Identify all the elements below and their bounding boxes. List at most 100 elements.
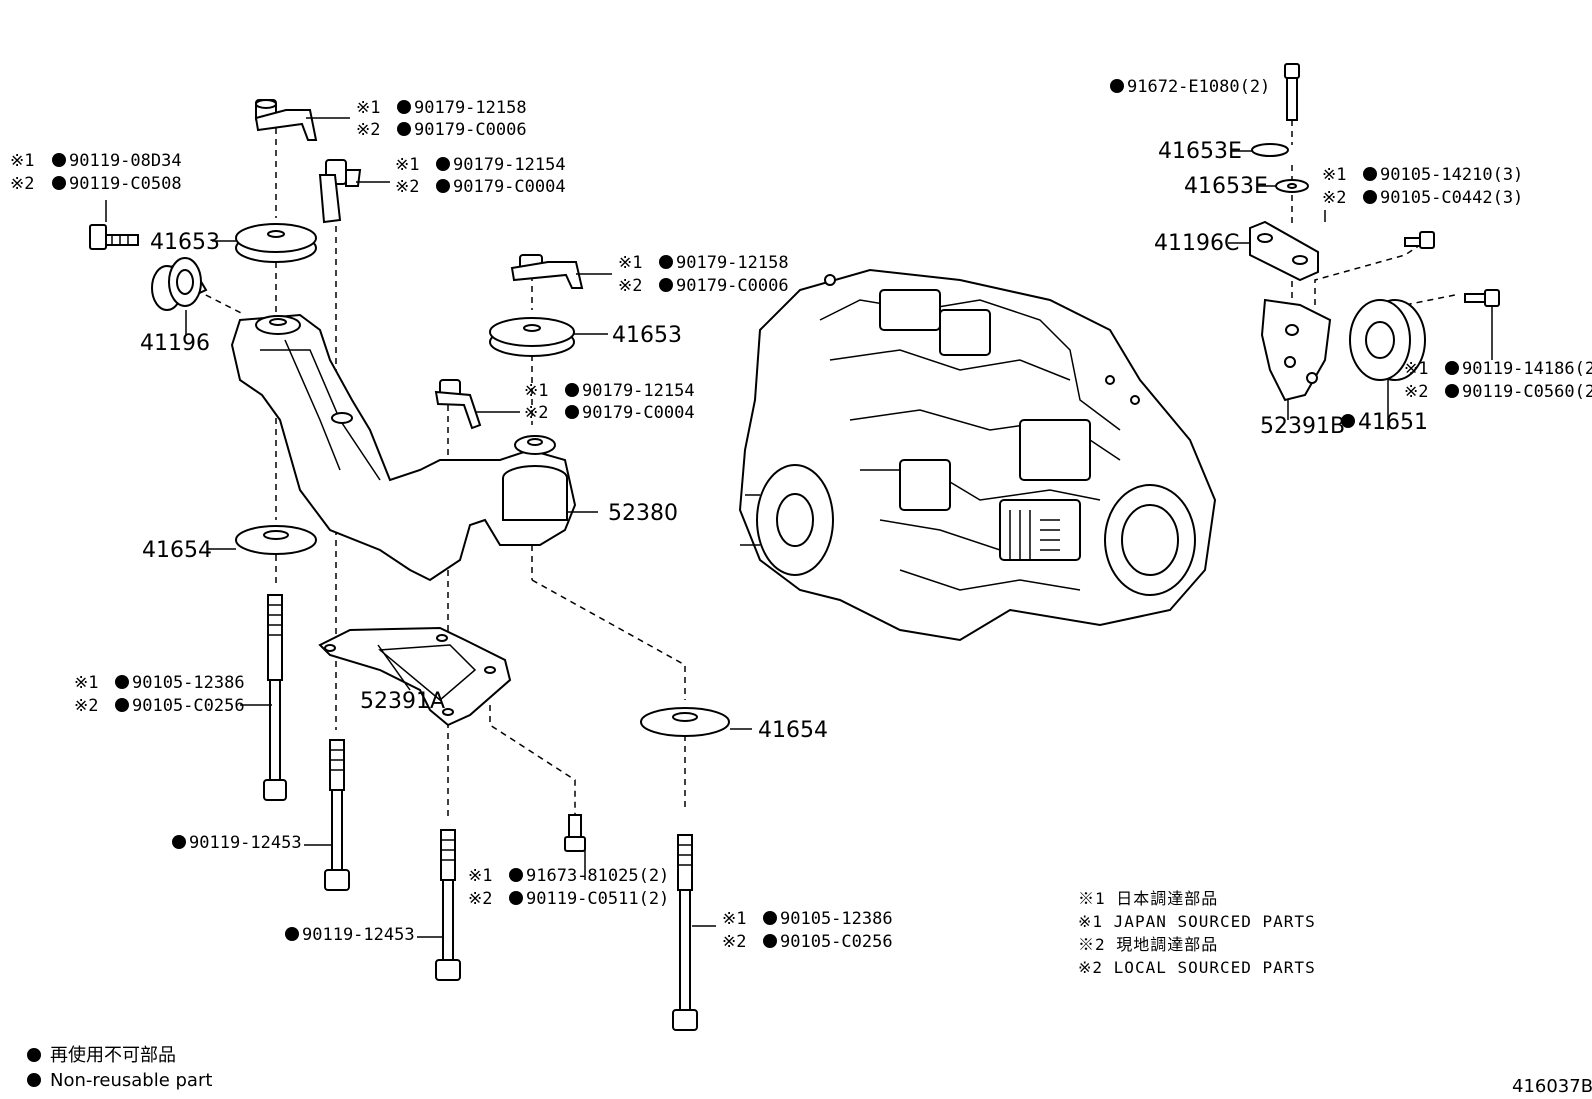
part-number: 90105-C0442(3) — [1380, 188, 1523, 208]
callout-mark-1: ※1 — [524, 381, 548, 401]
label-41653e-b: 41653E — [1184, 174, 1268, 199]
part-number: 90105-12386 — [132, 673, 245, 693]
label-52391b: 52391B — [1260, 414, 1345, 439]
bolt-90119-14186 — [1464, 289, 1500, 307]
part-number: 90179-12158 — [414, 98, 527, 118]
part-number: 90119-C0560(2) — [1462, 382, 1592, 402]
cushion-41653-center — [489, 317, 575, 357]
callout-mark-1: ※1 — [10, 151, 34, 171]
label-bolt-90119-12453-b: 90119-12453 — [285, 925, 415, 945]
label-52391a: 52391A — [360, 689, 445, 714]
label-41196c: 41196C — [1154, 231, 1239, 256]
nut-90179-12158-mid — [510, 254, 584, 289]
part-number: 90179-12154 — [582, 381, 695, 401]
non-reusable-dot-icon — [27, 1048, 41, 1062]
washer-41654-right — [640, 707, 730, 737]
callout-mark-2: ※2 — [468, 889, 492, 909]
part-number: 90179-C0006 — [676, 276, 789, 296]
part-number: 90105-C0256 — [780, 932, 893, 952]
callout-mark-2: ※2 — [618, 276, 642, 296]
bracket-52380 — [230, 313, 577, 582]
callout-nut-90179-12154-mid: ※1 90179-12154 ※2 90179-C0004 — [524, 381, 695, 423]
part-number: 90105-14210(3) — [1380, 165, 1523, 185]
nut-90179-12154-top — [318, 159, 362, 224]
legend-jp: 再使用不可部品 — [50, 1045, 176, 1066]
bolt-90105-12386-left — [263, 594, 287, 801]
callout-mark-1: ※1 — [356, 98, 380, 118]
label-41653e-a: 41653E — [1158, 139, 1242, 164]
callout-mark-1: ※1 — [722, 909, 746, 929]
note-line: ※1 JAPAN SOURCED PARTS — [1078, 912, 1316, 931]
callout-mark-2: ※2 — [10, 174, 34, 194]
callout-mark-1: ※1 — [468, 866, 492, 886]
callout-mark-1: ※1 — [618, 253, 642, 273]
bolt-90119-08d34 — [89, 224, 139, 250]
nut-90179-12154-mid — [434, 379, 482, 430]
callout-nut-90179-12154-top: ※1 90179-12154 ※2 90179-C0004 — [395, 155, 566, 197]
part-number: 90119-12453 — [302, 925, 415, 945]
label-41196: 41196 — [140, 331, 210, 356]
cushion-41653-left — [235, 223, 317, 263]
bolt-90119-12453-b — [435, 829, 461, 981]
note-line: ※1 日本調達部品 — [1078, 889, 1218, 908]
callout-mark-2: ※2 — [356, 120, 380, 140]
note-line: ※2 現地調達部品 — [1078, 935, 1218, 954]
diagram-id: 416037B — [1512, 1076, 1592, 1097]
label-41653-center: 41653 — [612, 323, 682, 348]
part-number: 41651 — [1358, 410, 1428, 435]
label-41653-left: 41653 — [150, 230, 220, 255]
washer-41653e-a — [1251, 143, 1289, 157]
part-number: 90119-C0508 — [69, 174, 182, 194]
part-number: 90105-C0256 — [132, 696, 245, 716]
part-number: 90105-12386 — [780, 909, 893, 929]
bolt-90105-12386-right — [672, 834, 698, 1031]
callout-mark-1: ※1 — [395, 155, 419, 175]
leader-lines — [105, 117, 1493, 938]
nut-90179-12158-top — [254, 99, 318, 141]
callout-bolt-90105-12386-right: ※1 90105-12386 ※2 90105-C0256 — [722, 909, 893, 952]
mount-41196c — [1249, 220, 1319, 282]
callout-mark-2: ※2 — [395, 177, 419, 197]
bolt-90105-14210 — [1404, 231, 1435, 249]
part-number: 90179-C0006 — [414, 120, 527, 140]
label-41654-left: 41654 — [142, 538, 212, 563]
callout-mark-2: ※2 — [722, 932, 746, 952]
washer-41653e-b — [1275, 179, 1309, 193]
callout-mark-2: ※2 — [74, 696, 98, 716]
callout-mark-1: ※1 — [74, 673, 98, 693]
part-number: 90179-C0004 — [453, 177, 566, 197]
callout-nut-90179-12158-mid: ※1 90179-12158 ※2 90179-C0006 — [618, 253, 789, 296]
part-number: 90119-12453 — [189, 833, 302, 853]
plate-52391a — [318, 626, 512, 727]
callout-nut-90179-12158-top: ※1 90179-12158 ※2 90179-C0006 — [356, 98, 527, 140]
bolt-91673-81025 — [564, 814, 586, 852]
part-number: 90179-12158 — [676, 253, 789, 273]
label-bolt-91672: 91672-E1080(2) — [1110, 77, 1270, 97]
part-number: 91673-81025(2) — [526, 866, 669, 886]
callout-bolt-91673-81025: ※1 91673-81025(2) ※2 90119-C0511(2) — [468, 866, 669, 909]
callout-mark-2: ※2 — [524, 403, 548, 423]
label-41651: 41651 — [1341, 410, 1428, 435]
non-reusable-dot-icon — [27, 1073, 41, 1087]
callout-mark-1: ※1 — [1404, 359, 1428, 379]
callout-mark-2: ※2 — [1404, 382, 1428, 402]
part-number: 90119-08D34 — [69, 151, 182, 171]
label-52380: 52380 — [608, 501, 678, 526]
part-number: 91672-E1080(2) — [1127, 77, 1270, 97]
bushing-41196 — [151, 257, 208, 311]
label-bolt-90119-12453-a: 90119-12453 — [172, 833, 302, 853]
callout-mark-1: ※1 — [1322, 165, 1346, 185]
label-41654-right: 41654 — [758, 718, 828, 743]
callout-bolt-90105-12386-left: ※1 90105-12386 ※2 90105-C0256 — [74, 673, 245, 716]
bracket-52391b — [1260, 298, 1332, 402]
legend-en: Non-reusable part — [50, 1070, 212, 1091]
bolt-90119-12453-a — [324, 739, 350, 891]
callout-bolt-90119-14186: ※1 90119-14186(2) ※2 90119-C0560(2) — [1404, 359, 1592, 402]
part-number: 90119-C0511(2) — [526, 889, 669, 909]
part-number: 90119-14186(2) — [1462, 359, 1592, 379]
callout-bolt-90119-08d34: ※1 90119-08D34 ※2 90119-C0508 — [10, 151, 182, 194]
callout-bolt-90105-14210: ※1 90105-14210(3) ※2 90105-C0442(3) — [1322, 165, 1523, 208]
sourcing-notes: ※1 日本調達部品 ※1 JAPAN SOURCED PARTS ※2 現地調達… — [1078, 889, 1316, 977]
legend: 再使用不可部品 Non-reusable part — [27, 1045, 212, 1091]
